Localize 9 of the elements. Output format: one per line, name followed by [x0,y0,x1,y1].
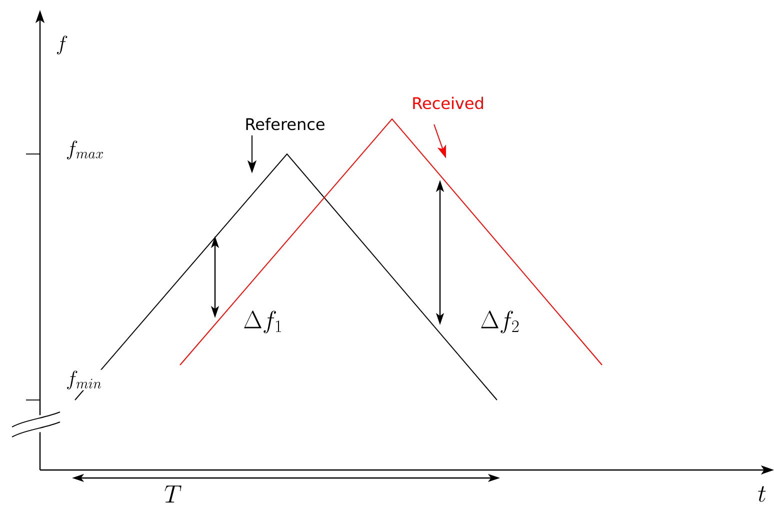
tick-label: $f_{min}$ [64,370,104,390]
callout-text: Reference [246,118,324,130]
axis-label: $f$ [54,34,70,56]
dimension-label: $T$ [163,484,183,504]
dimension-label: $\Delta f_2$ [479,310,521,334]
dimension-label: $\Delta f_1$ [242,310,284,334]
axis-label: $t$ [756,485,768,503]
tick-label: $f_{max}$ [64,140,106,160]
callout-text: Received [413,96,483,110]
